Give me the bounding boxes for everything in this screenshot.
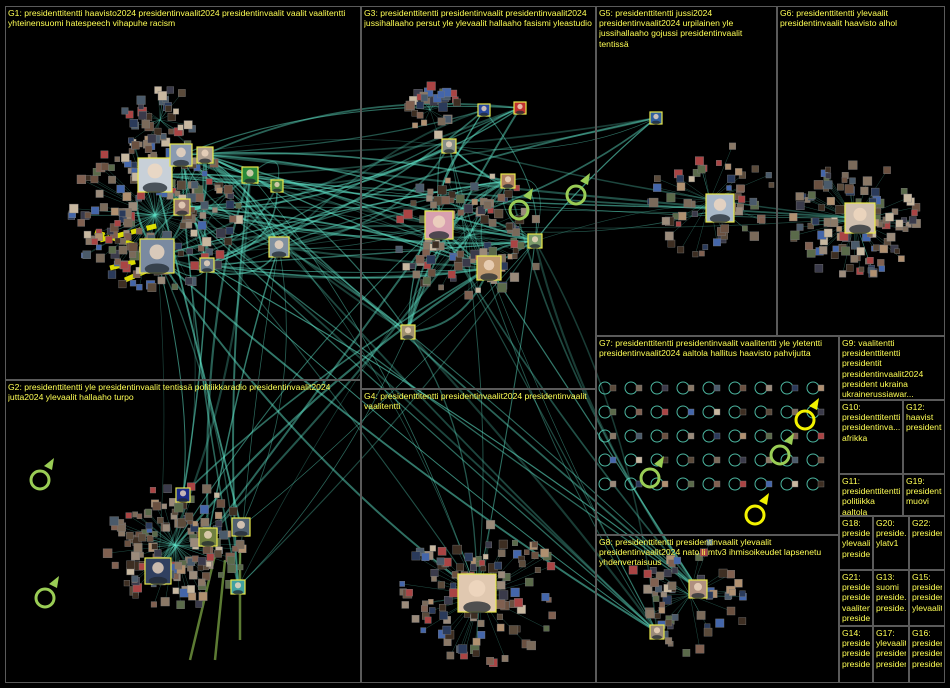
group-label: G15: presidentit presidentit ylevaalit (912, 572, 942, 613)
group-label: G1: presidenttitentti haavisto2024 presi… (8, 8, 358, 28)
group-panel-g7: G7: presidenttitentti presidentinvaalit … (596, 336, 839, 535)
group-panel-g11: G11: presidenttitentti politiikka aaltol… (839, 474, 903, 516)
group-label: G20: preside... ylatv1 (876, 518, 906, 549)
group-panel-g9: G9: vaalitentti presidenttitentti presid… (839, 336, 945, 400)
group-panel-g16: G16: presidentit presidentit presidentit (909, 626, 945, 683)
group-label: G13: suomi preside... preside... (876, 572, 906, 613)
group-panel-g12: G12: haavist presidentit... (903, 400, 945, 474)
group-label: G14: presidentit presidentit presidentit (842, 628, 870, 669)
group-label: G18: presidentit ylevaalit presidentit (842, 518, 870, 559)
group-label: G19: presidentit muovi (906, 476, 942, 507)
group-panel-g13: G13: suomi preside... preside... (873, 570, 909, 626)
group-panel-g20: G20: preside... ylatv1 (873, 516, 909, 570)
group-label: G7: presidenttitentti presidentinvaalit … (599, 338, 836, 358)
group-panel-g5: G5: presidenttitentti jussi2024 presiden… (596, 6, 777, 336)
group-label: G2: presidenttitentti yle presidentinvaa… (8, 382, 358, 402)
group-panel-g3: G3: presidenttitentti presidentinvaalit … (361, 6, 596, 389)
group-label: G6: presidenttitentti ylevaalit presiden… (780, 8, 942, 28)
group-label: G11: presidenttitentti politiikka aaltol… (842, 476, 900, 517)
group-panel-g4: G4: presidenttitentti presidentinvaalit2… (361, 389, 596, 683)
group-label: G8: presidenttitentti presidentinvaalit … (599, 537, 836, 568)
group-panel-g19: G19: presidentit muovi (903, 474, 945, 516)
group-label: G16: presidentit presidentit presidentit (912, 628, 942, 669)
group-panel-g17: G17: ylevaalit presidentit presidentit (873, 626, 909, 683)
group-label: G17: ylevaalit presidentit presidentit (876, 628, 906, 669)
group-label: G21: presidentit presidentit vaalitentti… (842, 572, 870, 623)
group-label: G12: haavist presidentit... (906, 402, 942, 433)
group-label: G10: presidenttitentti presidentinva... … (842, 402, 900, 443)
group-panel-g10: G10: presidenttitentti presidentinva... … (839, 400, 903, 474)
group-panel-g14: G14: presidentit presidentit presidentit (839, 626, 873, 683)
group-panel-g6: G6: presidenttitentti ylevaalit presiden… (777, 6, 945, 336)
group-panel-g21: G21: presidentit presidentit vaalitentti… (839, 570, 873, 626)
group-panel-g15: G15: presidentit presidentit ylevaalit (909, 570, 945, 626)
group-label: G9: vaalitentti presidenttitentti presid… (842, 338, 942, 399)
group-label: G3: presidenttitentti presidentinvaalit … (364, 8, 593, 28)
group-panel-g1: G1: presidenttitentti haavisto2024 presi… (5, 6, 361, 380)
group-panel-g18: G18: presidentit ylevaalit presidentit (839, 516, 873, 570)
group-panel-g8: G8: presidenttitentti presidentinvaalit … (596, 535, 839, 683)
group-label: G4: presidenttitentti presidentinvaalit2… (364, 391, 593, 411)
group-label: G5: presidenttitentti jussi2024 presiden… (599, 8, 774, 49)
group-panel-g2: G2: presidenttitentti yle presidentinvaa… (5, 380, 361, 683)
group-label: G22: presidentit (912, 518, 942, 538)
group-panel-g22: G22: presidentit (909, 516, 945, 570)
